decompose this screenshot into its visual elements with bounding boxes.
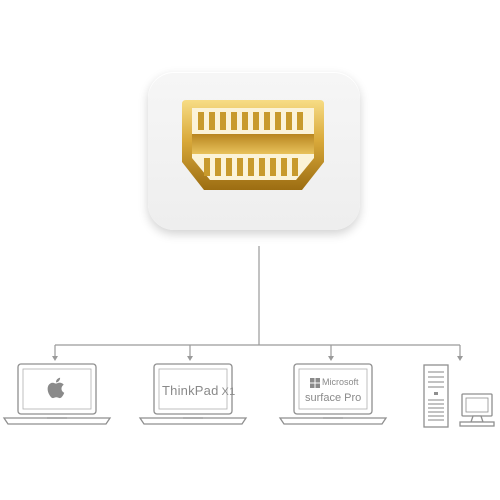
thinkpad-brand-text: ThinkPad (162, 383, 219, 398)
desktop-computer-icon (423, 364, 495, 428)
windows-logo-icon (310, 378, 320, 388)
apple-logo-icon (47, 377, 65, 399)
thinkpad-laptop (138, 363, 248, 425)
mini-displayport-icon (182, 100, 324, 190)
surface-pro-label: surface Pro (305, 392, 362, 404)
thinkpad-model-text: X1 (221, 386, 236, 398)
surface-laptop (278, 363, 388, 425)
microsoft-label: Microsoft (322, 377, 359, 387)
